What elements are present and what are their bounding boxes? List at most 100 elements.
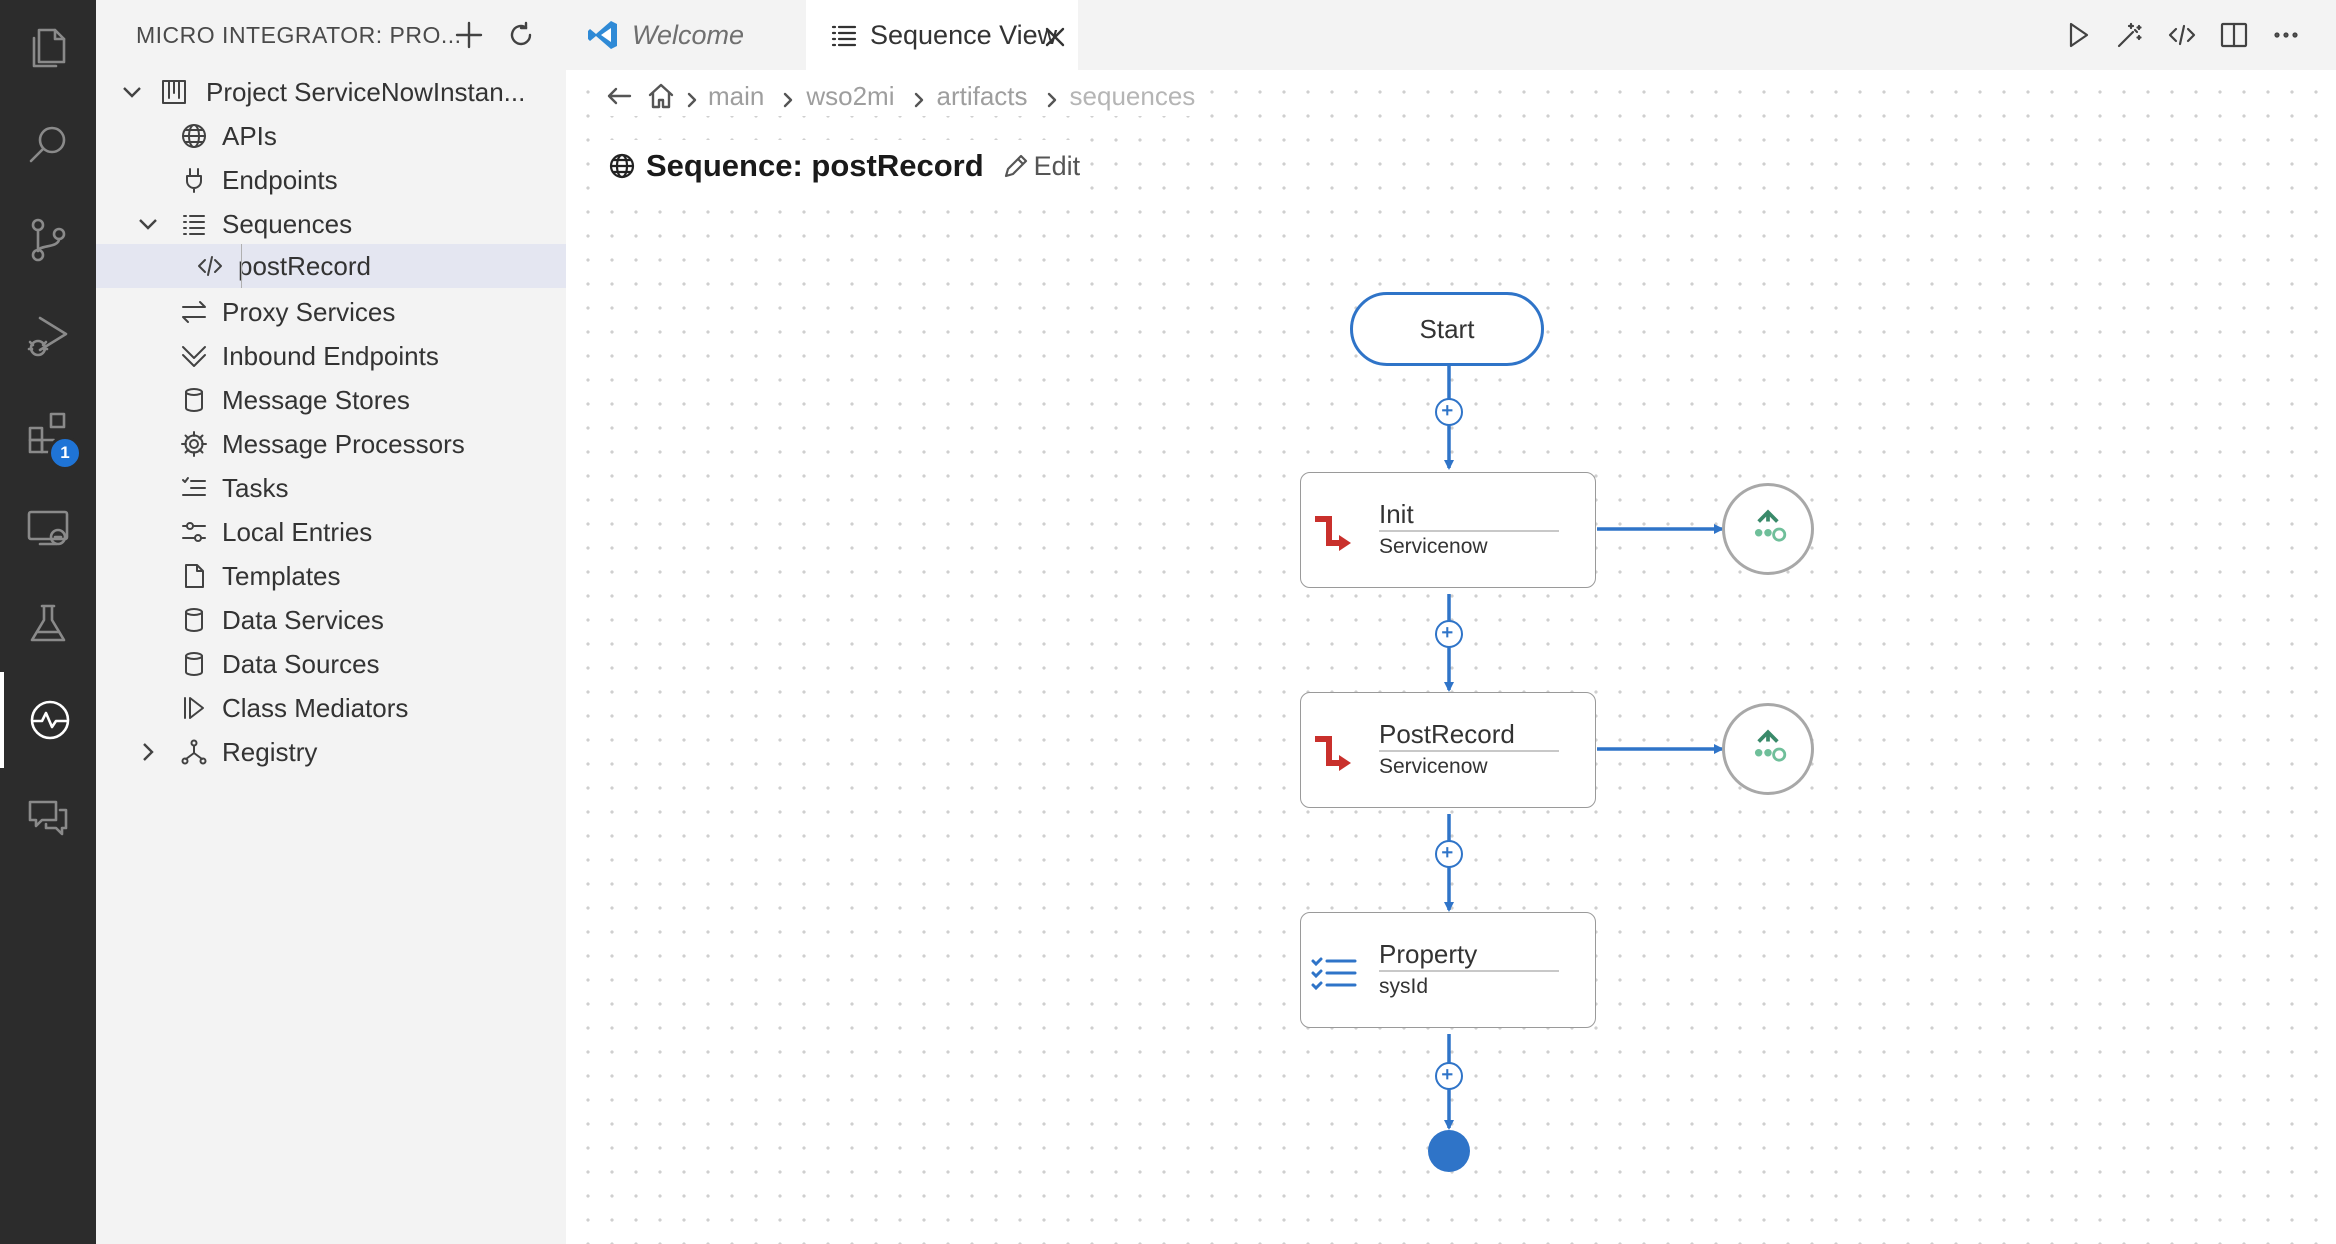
sidebar-header: MICRO INTEGRATOR: PRO... xyxy=(96,0,566,70)
node-subtitle: sysId xyxy=(1379,975,1429,998)
breadcrumb: main wso2mi artifacts sequences xyxy=(604,76,1196,116)
tree-item-postrecord[interactable]: postRecord xyxy=(96,244,566,288)
extensions-badge: 1 xyxy=(48,436,82,470)
tree-item-apis[interactable]: APIs xyxy=(96,114,566,158)
database-icon xyxy=(180,650,208,678)
tree-item-endpoints[interactable]: Endpoints xyxy=(96,158,566,202)
tree-item-label: Tasks xyxy=(222,472,289,503)
add-mediator-button[interactable] xyxy=(1435,1062,1463,1090)
chevron-down-icon[interactable] xyxy=(120,80,144,104)
breadcrumb-item-current: sequences xyxy=(1069,80,1196,111)
node-title: Property xyxy=(1379,939,1478,969)
sequence-editor: main wso2mi artifacts sequences Sequence… xyxy=(566,70,2336,1244)
breadcrumb-item[interactable]: main xyxy=(708,80,765,111)
tree-item-templates[interactable]: Templates xyxy=(96,554,566,598)
connection-node[interactable] xyxy=(1722,703,1814,795)
node-subtitle: Servicenow xyxy=(1379,755,1488,778)
start-node[interactable]: Start xyxy=(1350,292,1544,366)
tree-project[interactable]: Project ServiceNowInstan... xyxy=(96,70,566,114)
explorer-icon[interactable] xyxy=(0,0,96,96)
tree-item-label: Data Services xyxy=(222,604,384,635)
code-icon xyxy=(196,252,224,280)
mediator-node-init[interactable]: Init Servicenow xyxy=(1300,472,1596,588)
end-node xyxy=(1428,1130,1470,1172)
run-icon[interactable] xyxy=(2060,17,2096,53)
node-title: PostRecord xyxy=(1379,719,1515,749)
activity-bar: 1 xyxy=(0,0,96,1244)
title-row: Sequence: postRecord Edit xyxy=(608,140,1081,192)
tree-item-inbound-endpoints[interactable]: Inbound Endpoints xyxy=(96,334,566,378)
sidebar-title: MICRO INTEGRATOR: PRO... xyxy=(136,22,462,48)
refresh-icon[interactable] xyxy=(502,16,540,54)
tree-item-data-sources[interactable]: Data Sources xyxy=(96,642,566,686)
add-mediator-button[interactable] xyxy=(1435,840,1463,868)
tree-item-label: Message Processors xyxy=(222,428,465,459)
tree-item-proxy-services[interactable]: Proxy Services xyxy=(96,290,566,334)
tree-item-label: postRecord xyxy=(238,250,371,281)
back-arrow-icon[interactable] xyxy=(604,81,634,111)
node-title: Init xyxy=(1379,499,1414,529)
file-icon xyxy=(180,562,208,590)
registry-icon xyxy=(180,738,208,766)
tree-item-label: Message Stores xyxy=(222,384,410,415)
home-icon[interactable] xyxy=(646,81,676,111)
chat-icon[interactable] xyxy=(0,768,96,864)
split-editor-icon[interactable] xyxy=(2216,17,2252,53)
connection-icon xyxy=(1754,729,1787,762)
list-icon xyxy=(830,22,858,50)
sequence-diagram: Start Init Servicenow xyxy=(566,70,2336,1244)
tab-welcome[interactable]: Welcome xyxy=(566,0,806,70)
tree-item-local-entries[interactable]: Local Entries xyxy=(96,510,566,554)
chevron-right-icon[interactable] xyxy=(136,740,160,764)
checklist-icon xyxy=(180,474,208,502)
tree-item-label: Data Sources xyxy=(222,648,380,679)
edit-button[interactable]: Edit xyxy=(1002,150,1081,182)
add-mediator-button[interactable] xyxy=(1435,620,1463,648)
code-view-icon[interactable] xyxy=(2164,17,2200,53)
tree-item-message-stores[interactable]: Message Stores xyxy=(96,378,566,422)
sidebar: MICRO INTEGRATOR: PRO... Project Service… xyxy=(96,0,566,1244)
tree-item-label: Local Entries xyxy=(222,516,373,547)
tab-welcome-label: Welcome xyxy=(632,19,745,50)
connection-node[interactable] xyxy=(1722,483,1814,575)
remote-explorer-icon[interactable] xyxy=(0,480,96,576)
tree-item-class-mediators[interactable]: Class Mediators xyxy=(96,686,566,730)
plug-icon xyxy=(180,166,208,194)
tree-item-label: Class Mediators xyxy=(222,692,409,723)
gear-icon xyxy=(180,430,208,458)
tree-item-data-services[interactable]: Data Services xyxy=(96,598,566,642)
run-debug-icon[interactable] xyxy=(0,288,96,384)
chevron-right-icon xyxy=(1042,86,1062,108)
servicenow-connector-icon xyxy=(1315,736,1351,771)
source-control-icon[interactable] xyxy=(0,192,96,288)
chevron-down-icon[interactable] xyxy=(136,212,160,236)
database-icon xyxy=(180,386,208,414)
tree-item-label: Proxy Services xyxy=(222,296,396,327)
arrows-swap-icon xyxy=(180,298,208,326)
add-icon[interactable] xyxy=(450,16,488,54)
extensions-icon[interactable]: 1 xyxy=(0,384,96,480)
mediator-node-postrecord[interactable]: PostRecord Servicenow xyxy=(1300,692,1596,808)
more-actions-icon[interactable] xyxy=(2268,17,2304,53)
testing-icon[interactable] xyxy=(0,576,96,672)
magic-wand-icon[interactable] xyxy=(2112,17,2148,53)
tree-item-sequences[interactable]: Sequences xyxy=(96,202,566,246)
tree-item-label: Templates xyxy=(222,560,341,591)
tree-item-registry[interactable]: Registry xyxy=(96,730,566,774)
add-mediator-button[interactable] xyxy=(1435,398,1463,426)
chevron-right-icon xyxy=(909,86,929,108)
tab-sequence-view[interactable]: Sequence View xyxy=(806,0,1078,70)
tree-item-message-processors[interactable]: Message Processors xyxy=(96,422,566,466)
close-icon[interactable] xyxy=(1044,24,1066,47)
breadcrumb-item[interactable]: wso2mi xyxy=(806,80,895,111)
tree-item-label: Registry xyxy=(222,736,318,767)
tree-item-label: Inbound Endpoints xyxy=(222,340,439,371)
search-icon[interactable] xyxy=(0,96,96,192)
mediator-node-property[interactable]: Property sysId xyxy=(1300,912,1596,1028)
node-divider xyxy=(1379,970,1559,972)
property-icon xyxy=(1311,957,1357,991)
micro-integrator-icon[interactable] xyxy=(0,672,96,768)
edit-label: Edit xyxy=(1033,150,1081,181)
tree-item-tasks[interactable]: Tasks xyxy=(96,466,566,510)
breadcrumb-item[interactable]: artifacts xyxy=(936,80,1028,111)
